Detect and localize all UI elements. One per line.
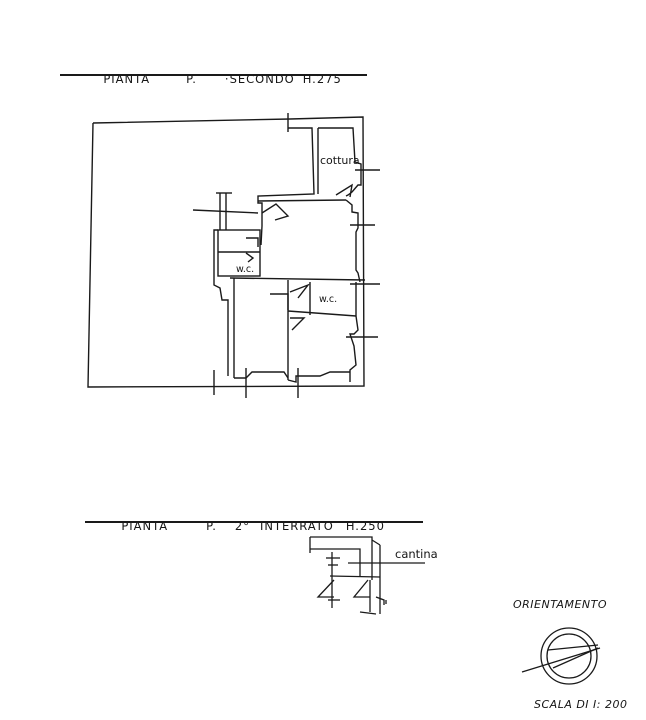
title-p: P. (206, 519, 217, 533)
room-label-cottura: cottura (320, 154, 360, 167)
title-underline-1 (60, 74, 367, 76)
room-label-wc-2: w.c. (319, 294, 338, 305)
orientation-label: ORIENTAMENTO (513, 598, 608, 611)
room-label-cantina: cantina (395, 547, 438, 561)
title-p: P. (186, 72, 197, 86)
room-label-wc-1: w.c. (236, 264, 255, 275)
scale-label: SCALA DI I: 200 (534, 698, 628, 711)
title-underline-2 (85, 521, 423, 523)
